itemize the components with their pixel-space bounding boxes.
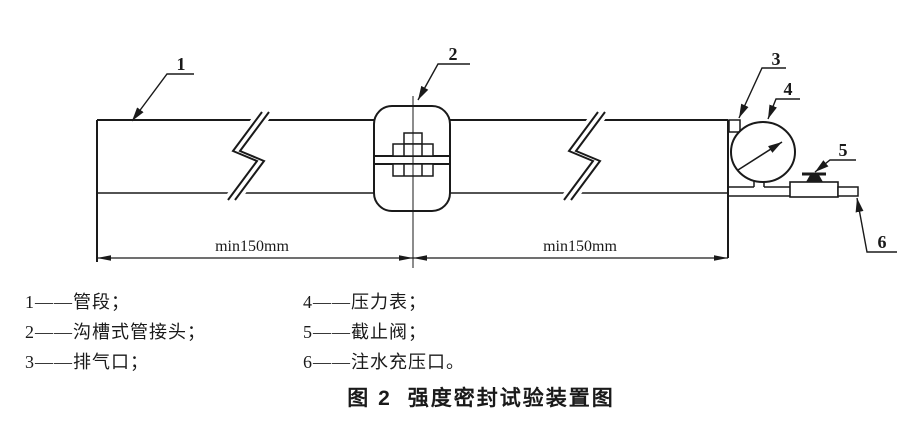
legend-item-1: 1——管段； [25,292,130,312]
pipe-break-left [224,109,273,203]
end-fittings [727,119,859,258]
dimension-text-right: min150mm [543,238,617,255]
dim-arrow-mid-b [413,255,427,261]
dim-arrow-right [714,255,728,261]
part-label-5-text: 5 [839,140,848,160]
part-label-3: 3 [738,49,786,119]
gauge-neck [753,181,765,187]
coupling-body [373,105,451,212]
legend-column-left: 1——管段； 2——沟槽式管接头； 3——排气口； [25,287,206,377]
legend-item-4: 4——压力表； [303,292,427,312]
part-label-2: 2 [417,44,470,101]
dim-arrow-mid-a [399,255,413,261]
legend-item-6: 6——注水充压口。 [303,352,465,372]
stop-valve-body [789,181,839,198]
part-labels: 1 2 3 4 5 6 [131,44,897,253]
figure-title: 强度密封试验装置图 [407,387,615,410]
dim-arrow-left [97,255,111,261]
part-label-3-text: 3 [772,49,781,69]
part-label-4: 4 [767,79,800,120]
part-label-6: 6 [855,197,897,253]
legend-item-5: 5——截止阀； [303,322,427,342]
dimension-text-left: min150mm [215,238,289,255]
pressure-gauge-dial [730,121,796,183]
legend-item-2: 2——沟槽式管接头； [25,322,206,342]
part-label-1: 1 [131,54,194,122]
test-apparatus-diagram: 1 2 3 4 5 6 [96,44,897,268]
part-label-4-text: 4 [784,79,793,99]
water-inlet-port [837,186,859,197]
part-label-2-text: 2 [449,44,458,64]
part-label-1-text: 1 [177,54,186,74]
gauge-needle [737,141,783,171]
figure-caption: 图 2 强度密封试验装置图 [0,382,920,412]
legend-column-right: 4——压力表； 5——截止阀； 6——注水充压口。 [303,287,465,377]
part-label-6-text: 6 [878,232,887,252]
pipe-break-right [560,109,609,203]
dimension-annotations: min150mm min150mm [97,238,728,261]
vent-port [728,119,741,133]
legend-item-3: 3——排气口； [25,352,149,372]
figure-number: 图 2 [347,387,392,410]
valve-stem [806,175,823,182]
part-label-5: 5 [814,140,856,173]
grooved-coupling [373,96,451,268]
